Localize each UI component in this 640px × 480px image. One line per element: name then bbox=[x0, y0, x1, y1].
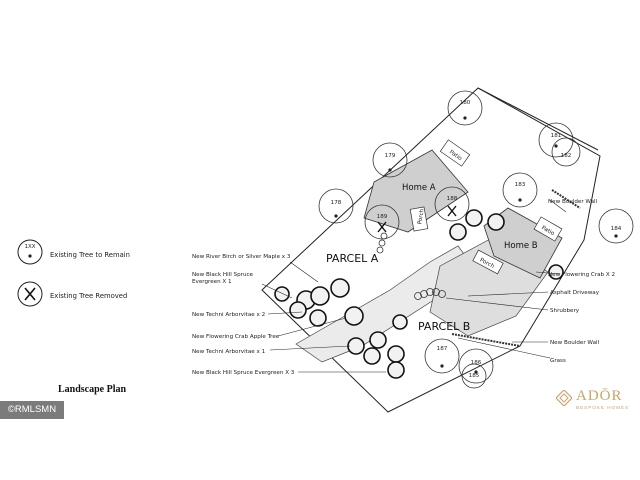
watermark-badge: ©RMLSMN bbox=[0, 401, 64, 419]
legend-removed-icon bbox=[17, 281, 43, 307]
tree-number-label: 187 bbox=[437, 346, 448, 352]
tree-number-label: 184 bbox=[611, 226, 622, 232]
removed-tree-marks bbox=[377, 205, 457, 233]
patio-b bbox=[533, 216, 563, 242]
new-shrubs-home-a bbox=[376, 232, 388, 254]
callout-boulder-top: New Boulder Wall bbox=[548, 199, 598, 205]
porch-a-label: Porch bbox=[417, 208, 426, 225]
callout-grass: Grass bbox=[550, 358, 566, 364]
callout-leaders-right bbox=[445, 199, 567, 359]
shrubbery-row bbox=[414, 288, 446, 300]
home-a-label: Home A bbox=[402, 183, 436, 193]
porch-a bbox=[409, 206, 429, 232]
porch-b bbox=[472, 249, 504, 275]
callout-river-birch: New River Birch or Silver Maple x 3 bbox=[192, 254, 291, 260]
existing-trees bbox=[318, 90, 634, 389]
legend-remain-icon bbox=[17, 239, 43, 265]
home-b-label: Home B bbox=[504, 241, 538, 251]
new-trees bbox=[274, 209, 564, 379]
callout-crab-apple: New Flowering Crab Apple Tree bbox=[192, 334, 280, 340]
callout-leaders-left bbox=[261, 261, 386, 373]
legend-removed-label: Existing Tree Removed bbox=[50, 292, 127, 300]
patio-a bbox=[439, 139, 471, 167]
callout-shrubbery: Shrubbery bbox=[550, 308, 580, 314]
callout-techni-1: New Techni Arborvitae x 1 bbox=[192, 349, 266, 355]
logo-wordmark: ADŌR bbox=[576, 388, 623, 404]
parcel-a-label: PARCEL A bbox=[326, 252, 379, 265]
tree-number-label: 188 bbox=[447, 196, 458, 202]
brand-logo: ADŌR BESPOKE HOMES bbox=[556, 388, 636, 414]
plan-title: Landscape Plan bbox=[58, 384, 127, 395]
callout-asphalt: Asphalt Driveway bbox=[550, 290, 600, 296]
tree-number-label: 179 bbox=[385, 153, 396, 159]
parcel-b-label: PARCEL B bbox=[418, 320, 470, 333]
callout-flowering-crab: New Flowering Crab X 2 bbox=[548, 272, 615, 278]
boulder-wall-top bbox=[551, 189, 581, 209]
callout-boulder-bottom: New Boulder Wall bbox=[550, 340, 600, 346]
legend-remain-code: 1XX bbox=[24, 244, 35, 250]
home-a-footprint bbox=[363, 149, 469, 233]
logo-tagline: BESPOKE HOMES bbox=[576, 405, 630, 410]
tree-number-label: 183 bbox=[515, 182, 526, 188]
tree-number-label: 178 bbox=[331, 200, 342, 206]
callout-black-hill-3: New Black Hill Spruce Evergreen X 3 bbox=[192, 370, 295, 376]
tree-number-label: 186 bbox=[471, 360, 482, 366]
legend-remain-label: Existing Tree to Remain bbox=[50, 251, 130, 259]
boulder-wall bbox=[451, 333, 521, 347]
tree-number-label: 189 bbox=[377, 214, 388, 220]
tree-number-label: 182 bbox=[561, 153, 572, 159]
diamond-logo-icon bbox=[556, 390, 572, 406]
legend: 1XX Existing Tree to Remain Existing Tre… bbox=[17, 239, 130, 307]
callout-techni-2: New Techni Arborvitae x 2 bbox=[192, 312, 265, 318]
tree-number-label: 180 bbox=[460, 100, 471, 106]
existing-tree-dots bbox=[334, 116, 618, 374]
tree-number-label: 185 bbox=[469, 373, 480, 379]
tree-number-label: 181 bbox=[551, 133, 562, 139]
tree-numbers: 180 179 178 189 188 183 181 182 184 187 … bbox=[331, 100, 622, 379]
